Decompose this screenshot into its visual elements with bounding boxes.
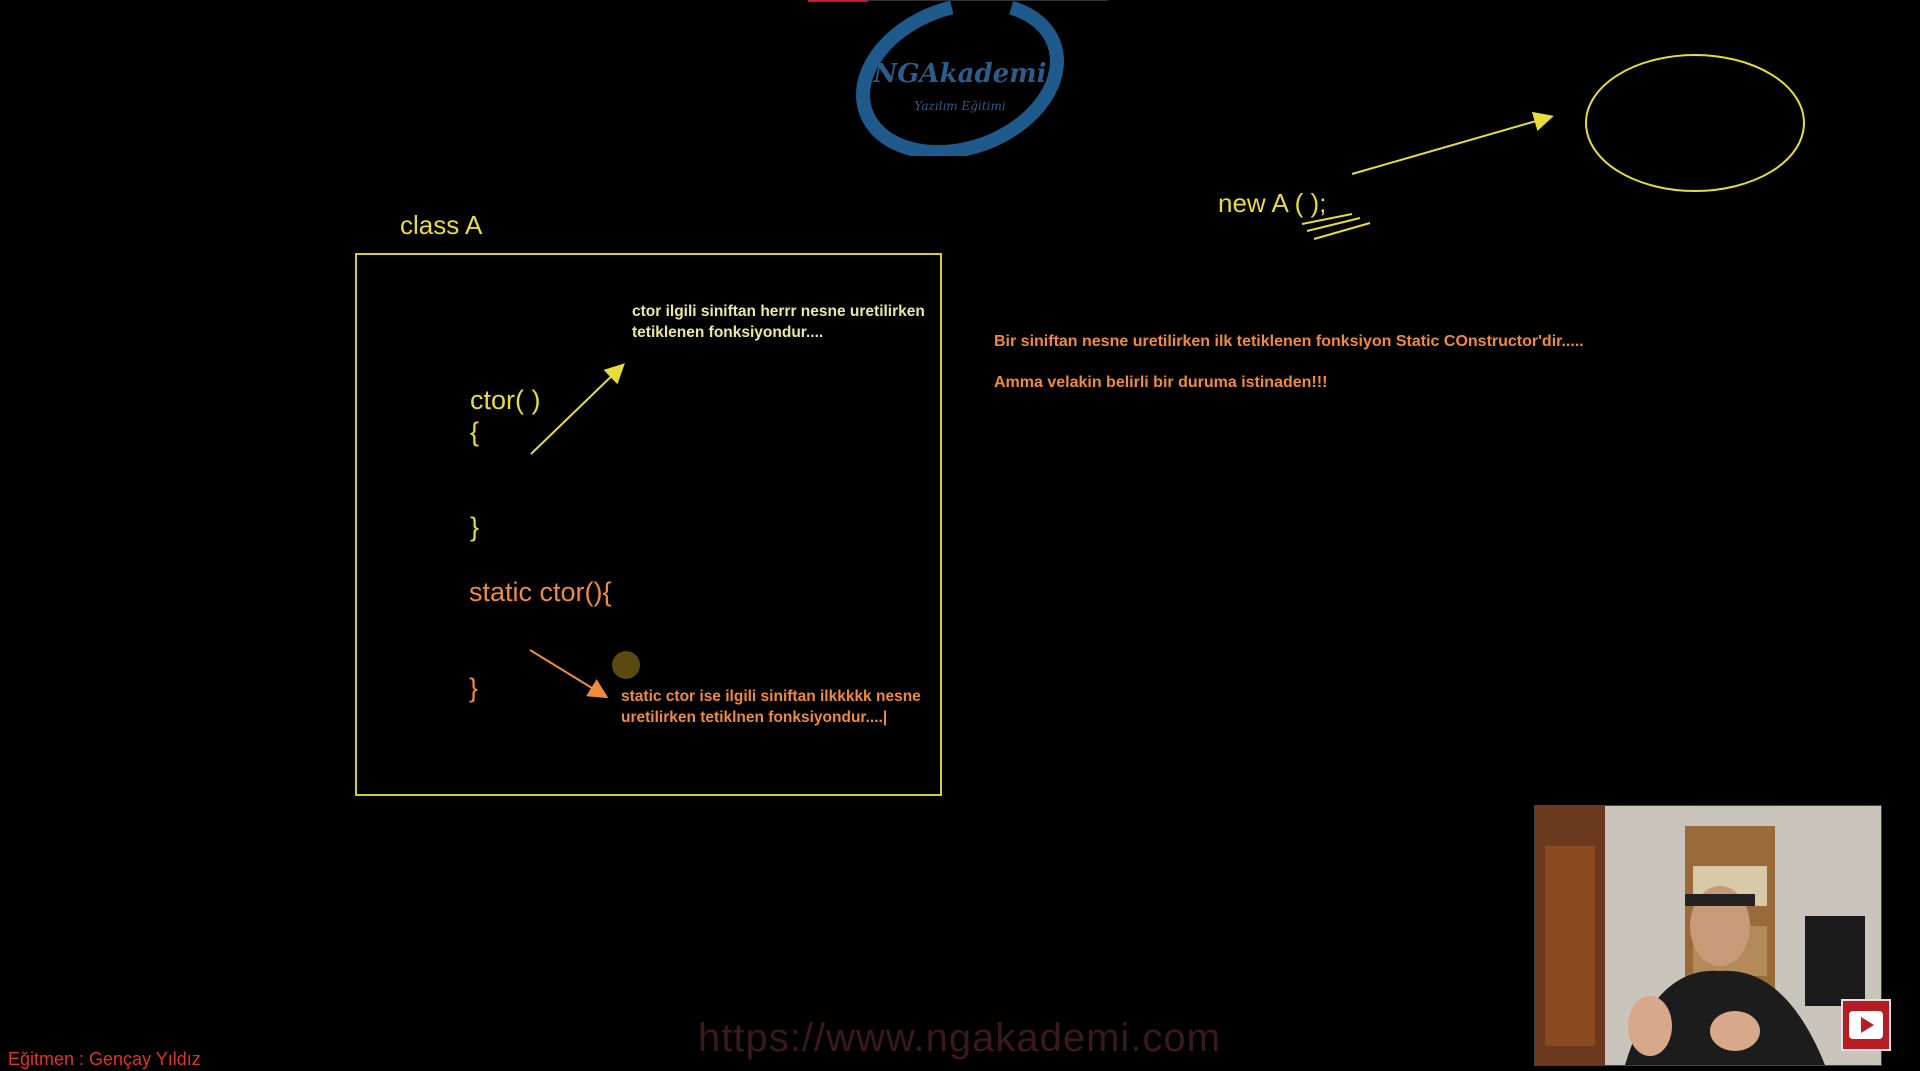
logo-name: NGAkademi (872, 59, 1046, 89)
new-expression-arrow (1351, 111, 1554, 175)
underline-stroke (1301, 213, 1353, 225)
static-ctor-close-brace: } (469, 673, 479, 703)
new-expression: new A ( ); (1218, 188, 1327, 218)
static-note-line2: uretilirken tetiklnen fonksiyondur....| (621, 709, 888, 726)
progress-indicator (808, 0, 868, 2)
ctor-arrow (530, 363, 625, 455)
underline-stroke (1313, 222, 1371, 240)
trainer-credit: Eğitmen : Gençay Yıldız (8, 1049, 201, 1069)
youtube-play-button[interactable] (1841, 999, 1891, 1051)
ctor-close-brace: } (470, 512, 480, 542)
static-ctor-note: static ctor ise ilgili siniftan ilkkkkk … (621, 686, 921, 728)
heap-object-ellipse (1585, 54, 1805, 192)
condition-note: Amma velakin belirli bir duruma istinade… (994, 374, 1328, 391)
class-title: class A (400, 210, 483, 240)
underline-stroke (1306, 217, 1361, 232)
ctor-signature: ctor( ) (470, 385, 541, 415)
watermark-url: https://www.ngakademi.com (698, 1016, 1221, 1060)
cursor-dot (612, 651, 640, 679)
logo-tagline: Yazılım Eğitimi (914, 99, 1005, 113)
progress-track (868, 0, 1108, 1)
static-ctor-signature: static ctor(){ (469, 577, 612, 607)
static-ctor-arrow (529, 649, 609, 699)
ctor-note-line1: ctor ilgili siniftan herrr nesne uretili… (632, 303, 925, 320)
ctor-note-line2: tetiklenen fonksiyondur.... (632, 324, 824, 341)
webcam-overlay (1534, 805, 1882, 1066)
ctor-open-brace: { (470, 417, 480, 447)
ngakademi-logo: NGAkademi Yazılım Eğitimi (848, 0, 1072, 160)
ctor-note: ctor ilgili siniftan herrr nesne uretili… (632, 301, 925, 343)
static-constructor-note: Bir siniftan nesne uretilirken ilk tetik… (994, 333, 1584, 350)
static-note-line1: static ctor ise ilgili siniftan ilkkkkk … (621, 688, 921, 705)
class-box (355, 253, 942, 796)
